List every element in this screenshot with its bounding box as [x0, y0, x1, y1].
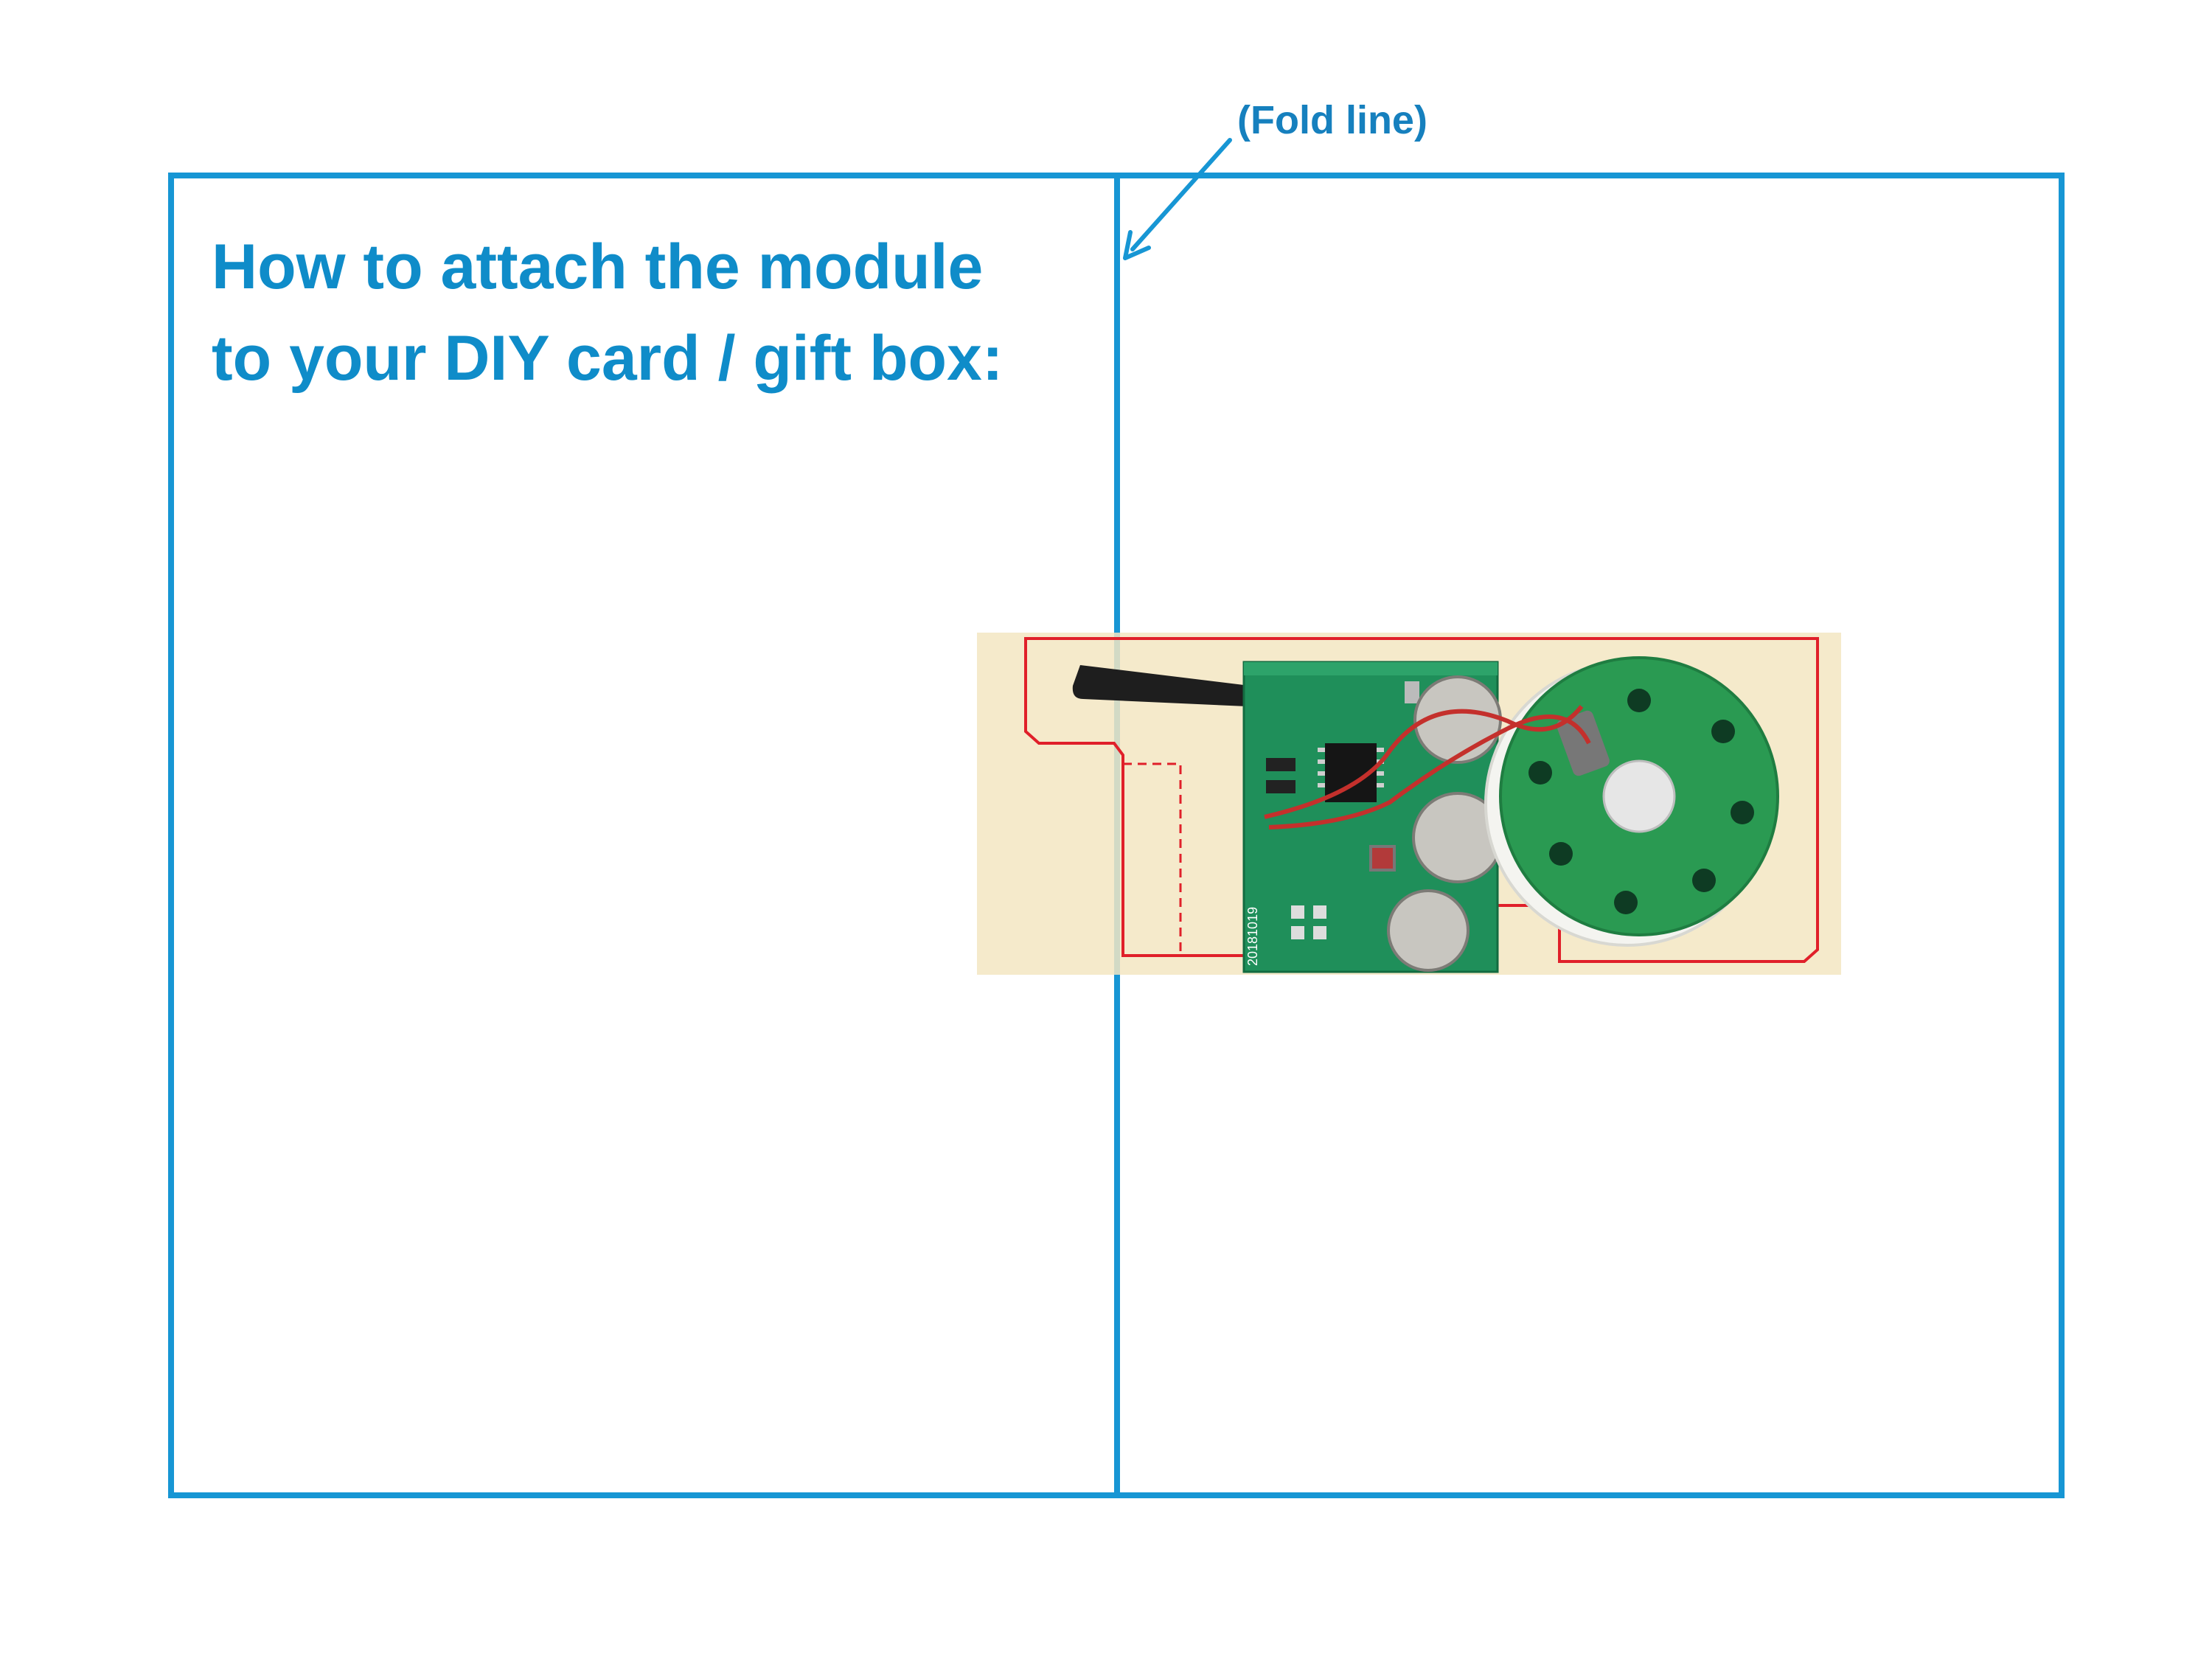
- sound-module: 20181019: [977, 633, 1841, 975]
- page-title: How to attach the module to your DIY car…: [212, 221, 1111, 404]
- title-line-1: How to attach the module: [212, 232, 984, 302]
- cut-dashed-line: [1123, 762, 1182, 956]
- wire-2: [1268, 714, 1591, 830]
- button-cell-3: [1387, 889, 1470, 972]
- speaker-cap: [1602, 759, 1676, 833]
- title-line-2: to your DIY card / gift box:: [212, 323, 1004, 394]
- switch-strip: [1072, 665, 1250, 706]
- wire-1: [1264, 705, 1584, 819]
- fold-line-label: (Fold line): [1237, 98, 1427, 142]
- board-print: 20181019: [1245, 907, 1260, 966]
